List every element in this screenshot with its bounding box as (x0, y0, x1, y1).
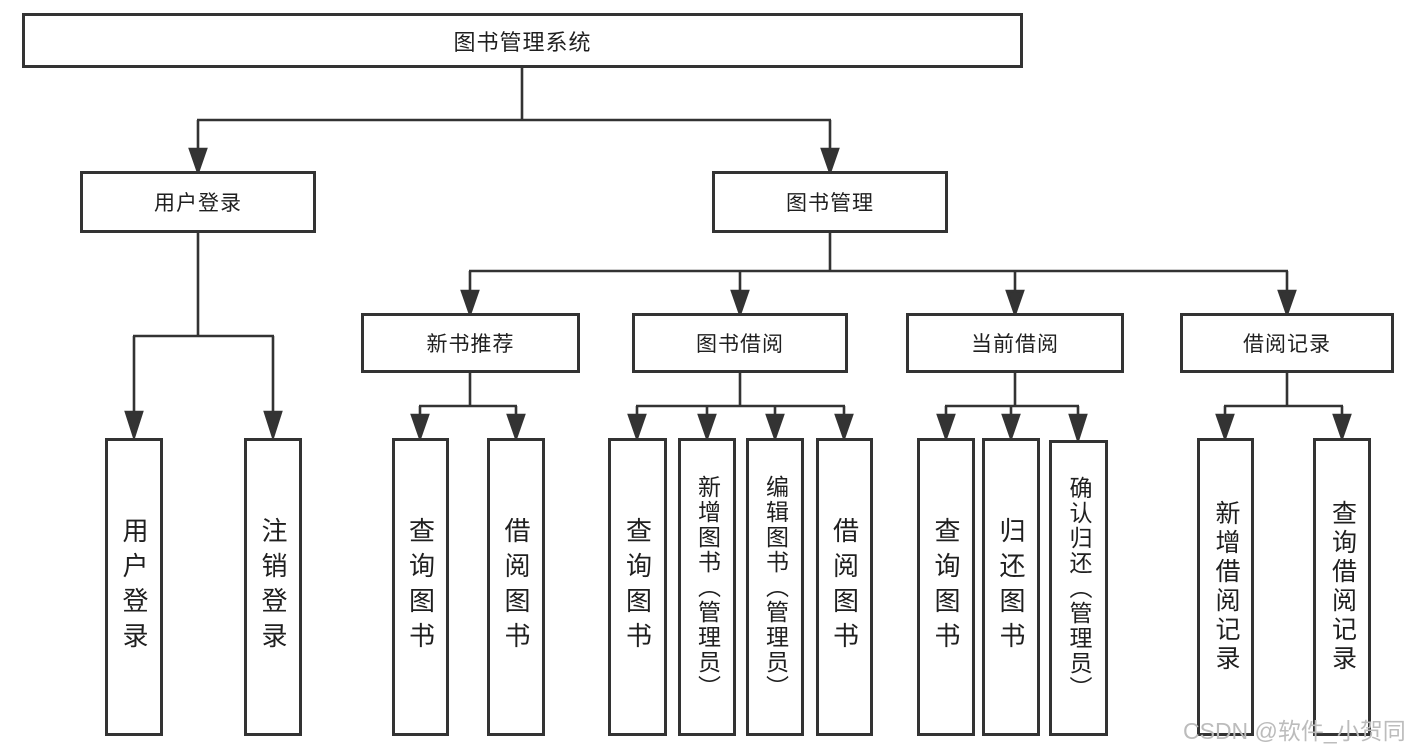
node-label: 查询借阅记录 (1328, 500, 1357, 674)
connector-arrow (1005, 271, 1025, 318)
connector-arrow (263, 336, 283, 442)
connector-arrow (410, 406, 430, 442)
node-label: 归还图书 (996, 517, 1026, 657)
leaf-query-borrow-record: 查询借阅记录 (1313, 438, 1371, 736)
node-library-system: 图书管理系统 (22, 13, 1023, 68)
node-current-borrowing: 当前借阅 (906, 313, 1124, 373)
node-borrowing-records: 借阅记录 (1180, 313, 1394, 373)
node-label: 查询图书 (931, 517, 961, 657)
connector-arrow (460, 271, 480, 318)
node-label: 借阅图书 (829, 517, 860, 657)
node-new-book-recommend: 新书推荐 (361, 313, 580, 373)
connector-arrow (506, 406, 526, 442)
connector-arrow (834, 406, 854, 442)
connector-arrow (697, 406, 717, 442)
leaf-return-books: 归还图书 (982, 438, 1040, 736)
connector-arrow (820, 120, 840, 176)
watermark-text: CSDN @软件_小贺同学 (1183, 718, 1405, 744)
node-label: 查询图书 (405, 517, 436, 657)
leaf-query-books-recommend: 查询图书 (392, 438, 449, 736)
node-label: 编辑图书（管理员） (762, 474, 789, 700)
leaf-add-books-admin: 新增图书（管理员） (678, 438, 736, 736)
connector-arrow (1277, 271, 1297, 318)
leaf-query-books-current: 查询图书 (917, 438, 975, 736)
node-label: 借阅记录 (1243, 333, 1331, 356)
node-label: 图书借阅 (696, 333, 784, 356)
node-label: 新增图书（管理员） (694, 474, 721, 700)
leaf-query-books-borrow: 查询图书 (608, 438, 667, 736)
node-label: 当前借阅 (971, 333, 1059, 356)
node-label: 图书管理 (786, 192, 874, 215)
connector-arrow (936, 406, 956, 442)
connector-arrow (627, 406, 647, 442)
node-user-login: 用户登录 (80, 171, 316, 233)
leaf-user-login: 用户登录 (105, 438, 163, 736)
connector-arrow (1001, 406, 1021, 442)
leaf-borrow-books-recommend: 借阅图书 (487, 438, 545, 736)
node-book-borrowing: 图书借阅 (632, 313, 848, 373)
connector-arrow (1332, 406, 1352, 442)
leaf-logout: 注销登录 (244, 438, 302, 736)
node-label: 用户登录 (154, 192, 242, 215)
connector-arrow (124, 336, 144, 442)
connector-arrow (188, 120, 208, 176)
leaf-borrow-books: 借阅图书 (816, 438, 873, 736)
connector-arrow (730, 271, 750, 318)
connector-arrow (1215, 406, 1235, 442)
node-label: 确认归还（管理员） (1066, 475, 1092, 701)
leaf-add-borrow-record: 新增借阅记录 (1197, 438, 1254, 736)
connector-arrow (765, 406, 785, 442)
node-label: 借阅图书 (501, 517, 531, 657)
connector-arrow (1068, 406, 1088, 445)
node-label: 注销登录 (258, 517, 288, 657)
node-label: 查询图书 (622, 517, 653, 657)
node-label: 用户登录 (119, 517, 149, 657)
node-label: 新书推荐 (426, 333, 515, 356)
node-book-management: 图书管理 (712, 171, 948, 233)
node-label: 新增借阅记录 (1212, 500, 1240, 674)
leaf-edit-books-admin: 编辑图书（管理员） (746, 438, 804, 736)
leaf-confirm-return-admin: 确认归还（管理员） (1049, 440, 1108, 736)
node-label: 图书管理系统 (453, 29, 592, 55)
